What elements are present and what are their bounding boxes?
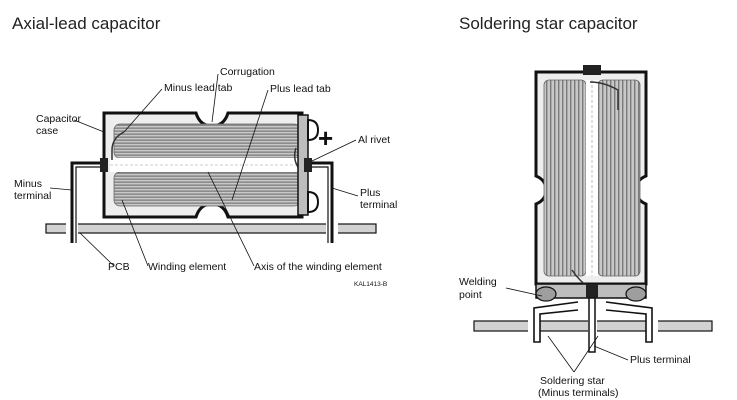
axial-plus-rivet: [304, 158, 312, 172]
star-winding-element-right: [597, 79, 641, 277]
star-top-rivet: [583, 65, 601, 75]
label-part-code: KAL1413-B: [354, 281, 387, 288]
star-plus-terminal: [588, 297, 596, 353]
label-axis-winding-element: Axis of the winding element: [254, 261, 382, 273]
axial-capacitor-drawing: Corrugation Minus lead tab Plus lead tab…: [14, 66, 397, 288]
label-capacitor-case-line1: Capacitor: [36, 113, 81, 125]
label-soldering-star-line2: (Minus terminals): [538, 387, 619, 399]
axial-pcb: [45, 223, 377, 234]
axial-minus-terminal-wire: [70, 161, 100, 243]
star-soldering-star-right: [605, 301, 653, 343]
label-welding-point-line2: point: [459, 289, 482, 301]
label-welding-point-line1: Welding: [459, 276, 497, 288]
label-winding-element: Winding element: [148, 261, 226, 273]
axial-plus-terminal-wire: [312, 161, 334, 243]
star-winding-element-left: [543, 79, 587, 277]
label-pcb: PCB: [108, 261, 130, 273]
star-title: Soldering star capacitor: [459, 14, 638, 33]
label-minus-terminal-line2: terminal: [14, 190, 51, 202]
star-soldering-star-left: [533, 301, 579, 343]
axial-title: Axial-lead capacitor: [12, 14, 161, 33]
star-capacitor-drawing: Welding point Plus terminal Soldering st…: [459, 65, 713, 399]
axial-winding-element-upper: [113, 123, 301, 159]
axial-minus-rivet: [100, 158, 108, 172]
label-plus-lead-tab: Plus lead tab: [270, 83, 331, 95]
axial-minus-lead-tab: [111, 131, 125, 160]
label-plus-terminal-line2: terminal: [360, 199, 397, 211]
label-al-rivet: Al rivet: [358, 134, 390, 146]
label-minus-lead-tab: Minus lead tab: [164, 82, 232, 94]
label-soldering-star-line1: Soldering star: [540, 375, 605, 387]
label-star-plus-terminal: Plus terminal: [630, 354, 691, 366]
plus-sign: +: [318, 123, 333, 153]
axial-winding-element-lower: [113, 171, 301, 207]
label-corrugation: Corrugation: [220, 66, 275, 78]
label-minus-terminal-line1: Minus: [14, 178, 42, 190]
label-capacitor-case-line2: case: [36, 125, 58, 137]
label-plus-terminal-line1: Plus: [360, 187, 380, 199]
